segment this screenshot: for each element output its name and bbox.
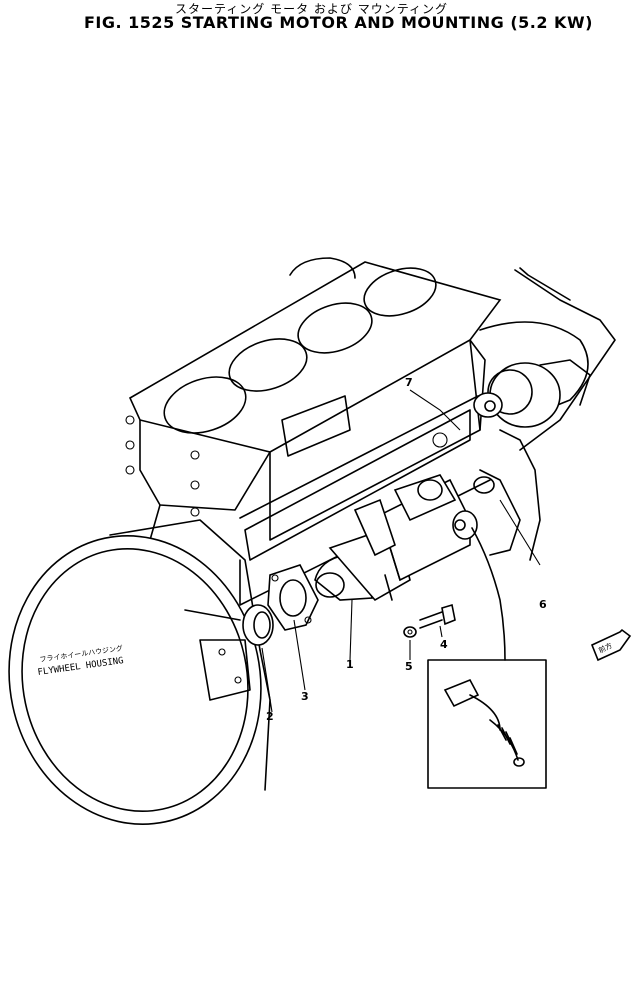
figure-title-japanese: スターティング モータ および マウンティング xyxy=(175,2,449,16)
gasket-part-2 xyxy=(242,604,274,646)
leader-lines xyxy=(261,389,541,713)
front-direction-marker: 前方 xyxy=(590,628,632,662)
flywheel-housing: フライホイールハウジング FLYWHEEL HOUSING xyxy=(8,519,271,825)
callout-5: 5 xyxy=(405,660,413,673)
starting-motor-part-1 xyxy=(314,474,478,602)
detail-inset xyxy=(427,659,547,789)
callout-6: 6 xyxy=(539,598,547,611)
callout-4: 4 xyxy=(440,638,448,651)
washer-part-5 xyxy=(403,626,417,638)
bolt-part-4 xyxy=(419,603,456,629)
callout-3: 3 xyxy=(301,690,309,703)
cable-part-6 xyxy=(471,527,506,661)
callout-1: 1 xyxy=(346,658,354,671)
callout-2: 2 xyxy=(266,710,274,723)
callout-7: 7 xyxy=(405,376,413,389)
mounting-flange-part-3 xyxy=(267,564,319,631)
fan-pulley-assembly xyxy=(473,267,616,561)
figure-title: FIG. 1525 STARTING MOTOR AND MOUNTING (5… xyxy=(84,13,593,32)
